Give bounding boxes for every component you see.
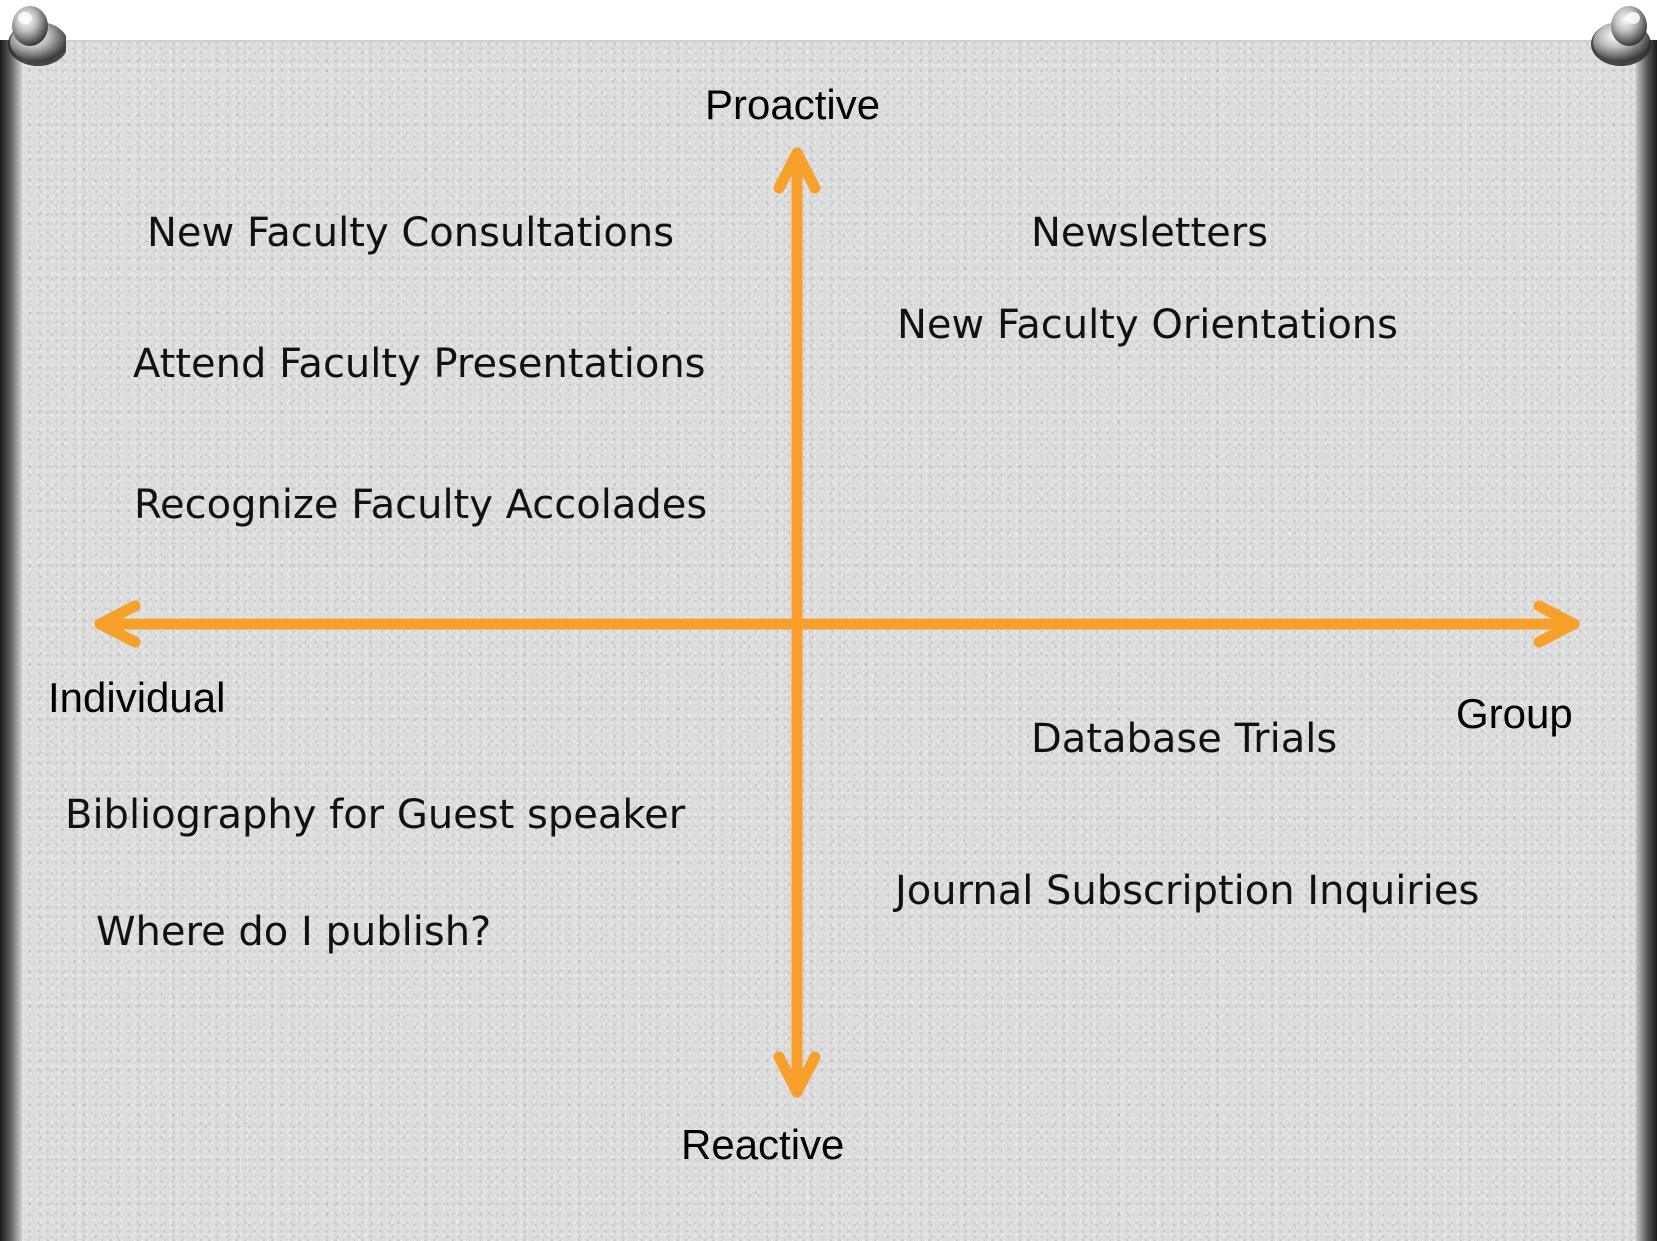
axis-label-group: Group <box>1456 690 1573 737</box>
arrow-up-icon <box>773 147 821 194</box>
arrow-down-icon <box>773 1051 821 1098</box>
quadrant-item: New Faculty Consultations <box>147 210 675 256</box>
quadrant-item: New Faculty Orientations <box>897 302 1398 348</box>
quadrant-item: Journal Subscription Inquiries <box>895 868 1480 914</box>
quadrant-item: Where do I publish? <box>96 909 492 955</box>
quadrant-item: Newsletters <box>1031 210 1269 256</box>
quadrant-item: Bibliography for Guest speaker <box>65 792 686 838</box>
axis-label-proactive: Proactive <box>705 81 881 128</box>
quadrant-item: Recognize Faculty Accolades <box>134 482 708 528</box>
pushpin-icon <box>1591 6 1651 66</box>
axis-label-individual: Individual <box>48 674 226 721</box>
arrow-right-icon <box>1533 600 1580 648</box>
axis-label-reactive: Reactive <box>681 1121 845 1168</box>
arrow-left-icon <box>94 600 141 648</box>
quadrant-item: Attend Faculty Presentations <box>133 341 706 387</box>
quadrant-item: Database Trials <box>1031 716 1338 762</box>
pushpin-icon <box>8 6 66 66</box>
paper-background <box>22 42 1636 1241</box>
